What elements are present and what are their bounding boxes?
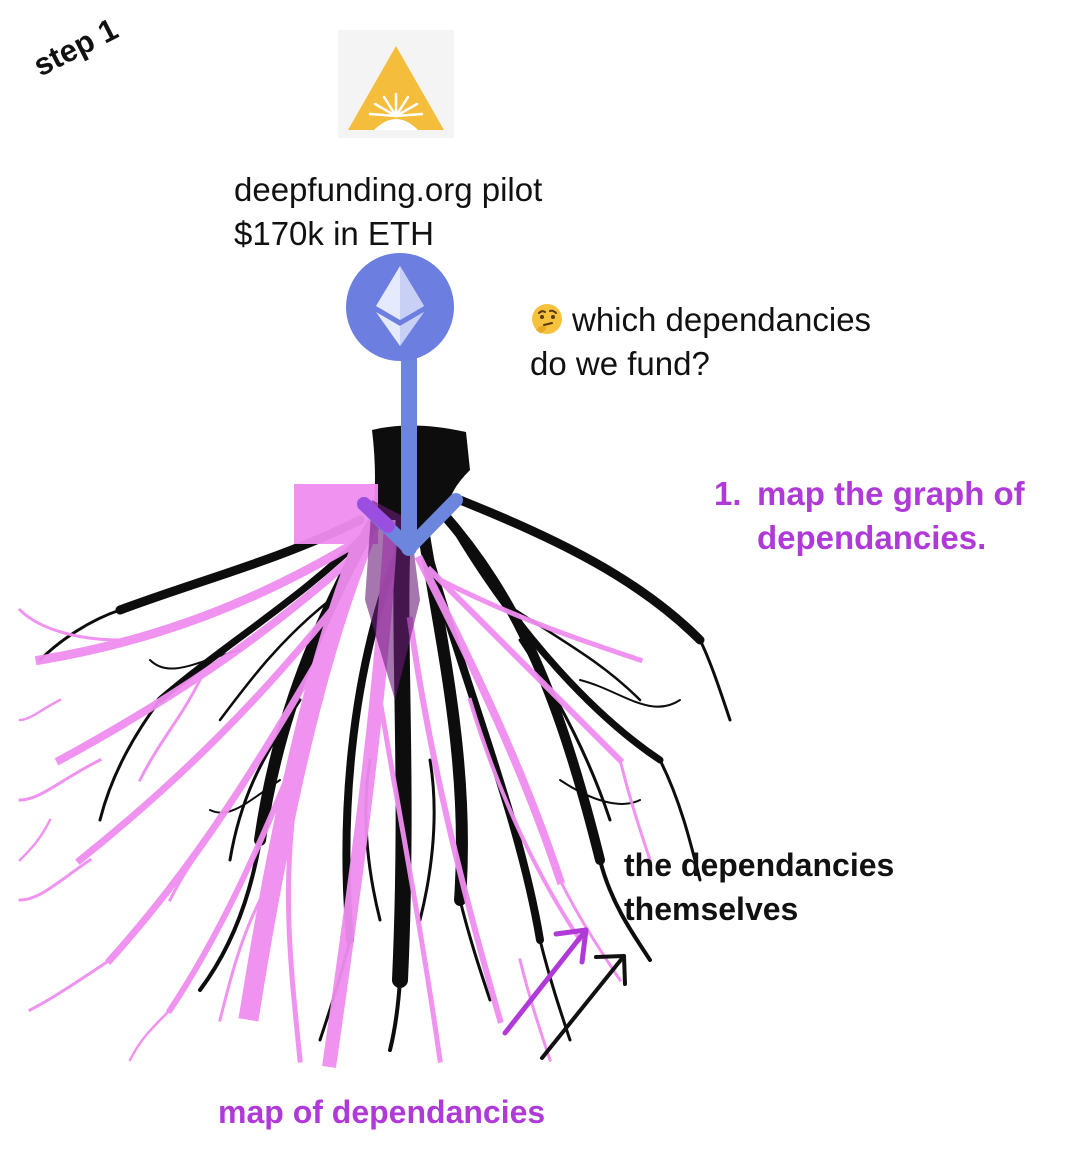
deepfunding-logo-icon <box>338 30 454 138</box>
pointer-arrows <box>502 927 627 1060</box>
map-label: map of dependancies <box>218 1094 546 1130</box>
ethereum-icon <box>346 253 454 361</box>
thinking-face-icon <box>530 302 564 336</box>
question-text: which dependancies do we fund? <box>530 298 890 386</box>
funding-caption: deepfunding.org pilot $170k in ETH <box>234 168 542 256</box>
dependencies-line-2: themselves <box>624 891 799 927</box>
dependencies-line-1: the dependancies <box>624 847 895 883</box>
dependencies-label: the dependancies themselves <box>624 843 894 931</box>
pink-dependency-map <box>17 484 652 1068</box>
funding-line-1: deepfunding.org pilot <box>234 171 543 208</box>
step-item-number: 1. <box>714 475 742 512</box>
question-label: which dependancies do we fund? <box>530 301 872 382</box>
step-item-1: 1. map the graph of dependancies. <box>714 472 1025 560</box>
black-roots <box>38 425 732 1052</box>
funding-flow-arrow <box>357 352 463 556</box>
step-item-line-1: map the graph of <box>757 475 1025 512</box>
funding-line-2: $170k in ETH <box>234 215 434 252</box>
step-item-line-2: dependancies. <box>757 519 987 556</box>
